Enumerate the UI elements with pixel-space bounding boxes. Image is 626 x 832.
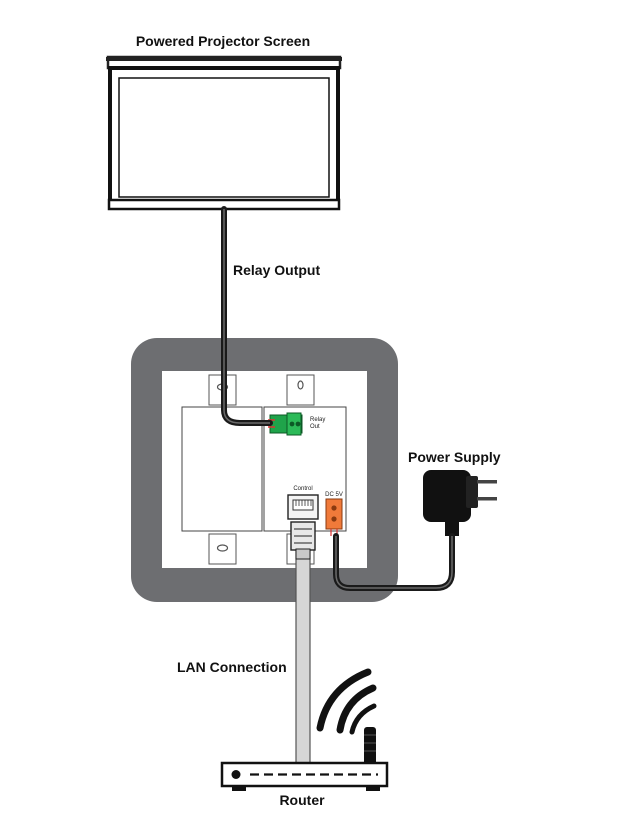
projector-screen-label: Powered Projector Screen xyxy=(136,33,310,49)
projector-screen xyxy=(106,55,342,211)
rj45-plug xyxy=(290,521,316,560)
rj45-port xyxy=(287,494,319,520)
router-antenna xyxy=(364,727,376,765)
router xyxy=(220,761,389,791)
relay-out-label-line1: Relay xyxy=(310,417,325,423)
mounting-tab xyxy=(286,374,315,406)
power-supply-label: Power Supply xyxy=(408,449,501,465)
blank-module xyxy=(181,406,263,532)
dc-terminal-block xyxy=(325,498,343,536)
router-label: Router xyxy=(279,792,325,808)
wifi-signal-icon xyxy=(316,668,377,735)
control-port-label: Control xyxy=(293,486,312,492)
wall-plate: Relay Out Control DC 5V xyxy=(131,338,398,602)
relay-out-label-line2: Out xyxy=(310,424,320,430)
power-supply xyxy=(423,470,497,536)
lan-connection-label: LAN Connection xyxy=(177,659,287,675)
relay-output-label: Relay Output xyxy=(233,262,320,278)
mounting-tab xyxy=(208,533,237,565)
dc-5v-label: DC 5V xyxy=(325,492,343,498)
relay-terminal-block xyxy=(268,412,303,436)
lan-cable xyxy=(295,547,311,764)
